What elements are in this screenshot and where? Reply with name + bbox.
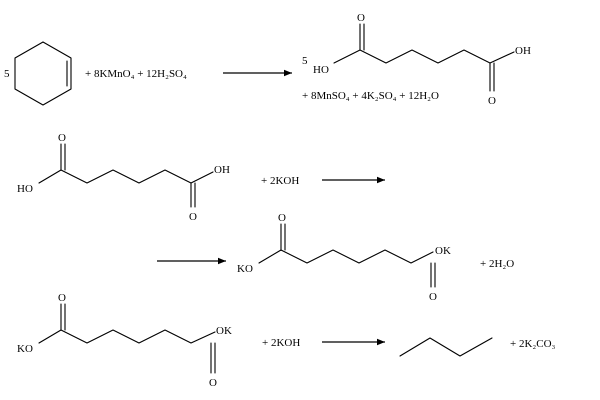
- potassium-adipate-structure-1: [258, 223, 436, 288]
- reaction-2-product-ko: KO: [237, 263, 253, 275]
- reaction-1-reagents: + 8KMnO₄ + 12H₂SO₄: [85, 68, 187, 80]
- reaction-2: HO OH O O + 2KOH KO OK O O + 2H₂O: [17, 132, 514, 303]
- reaction-2-product-o-bottom: O: [429, 291, 437, 303]
- reaction-2-reactant-oh: OH: [214, 164, 230, 176]
- reaction-3-reactant-ok: OK: [216, 325, 232, 337]
- reaction-1-product-o-top: O: [357, 12, 365, 24]
- butane-structure: [399, 337, 493, 357]
- cyclohexene-structure: [14, 41, 72, 106]
- adipic-acid-coefficient: 5: [302, 55, 308, 67]
- reaction-3-reagent: + 2KOH: [262, 337, 300, 349]
- reaction-3-reactant-o-top: O: [58, 292, 66, 304]
- reaction-1-product-oh: OH: [515, 45, 531, 57]
- adipic-acid-structure-2: [38, 143, 214, 208]
- reaction-2-product-ok: OK: [435, 245, 451, 257]
- reaction-2-reagent: + 2KOH: [261, 175, 299, 187]
- adipic-acid-structure-1: [333, 23, 515, 92]
- reaction-1-product-ho: HO: [313, 64, 329, 76]
- reaction-2-reactant-ho: HO: [17, 183, 33, 195]
- reaction-3-reactant-o-bottom: O: [209, 377, 217, 389]
- cyclohexene-coefficient: 5: [4, 68, 10, 80]
- reaction-1-product-o-bottom: O: [488, 95, 496, 107]
- reaction-1: 5 + 8KMnO₄ + 12H₂SO₄ 5 HO OH O O + 8MnSO…: [4, 12, 531, 107]
- reaction-2-byproduct: + 2H₂O: [480, 258, 514, 270]
- reaction-3-byproduct: + 2K₂CO₃: [510, 338, 556, 350]
- reaction-3-reactant-ko: KO: [17, 343, 33, 355]
- reaction-2-reactant-o-bottom: O: [189, 211, 197, 223]
- potassium-adipate-structure-2: [38, 303, 216, 374]
- reaction-2-reactant-o-top: O: [58, 132, 66, 144]
- reaction-1-byproducts: + 8MnSO₄ + 4K₂SO₄ + 12H₂O: [302, 90, 439, 102]
- reaction-3: KO OK O O + 2KOH + 2K₂CO₃: [17, 292, 556, 389]
- reaction-2-product-o-top: O: [278, 212, 286, 224]
